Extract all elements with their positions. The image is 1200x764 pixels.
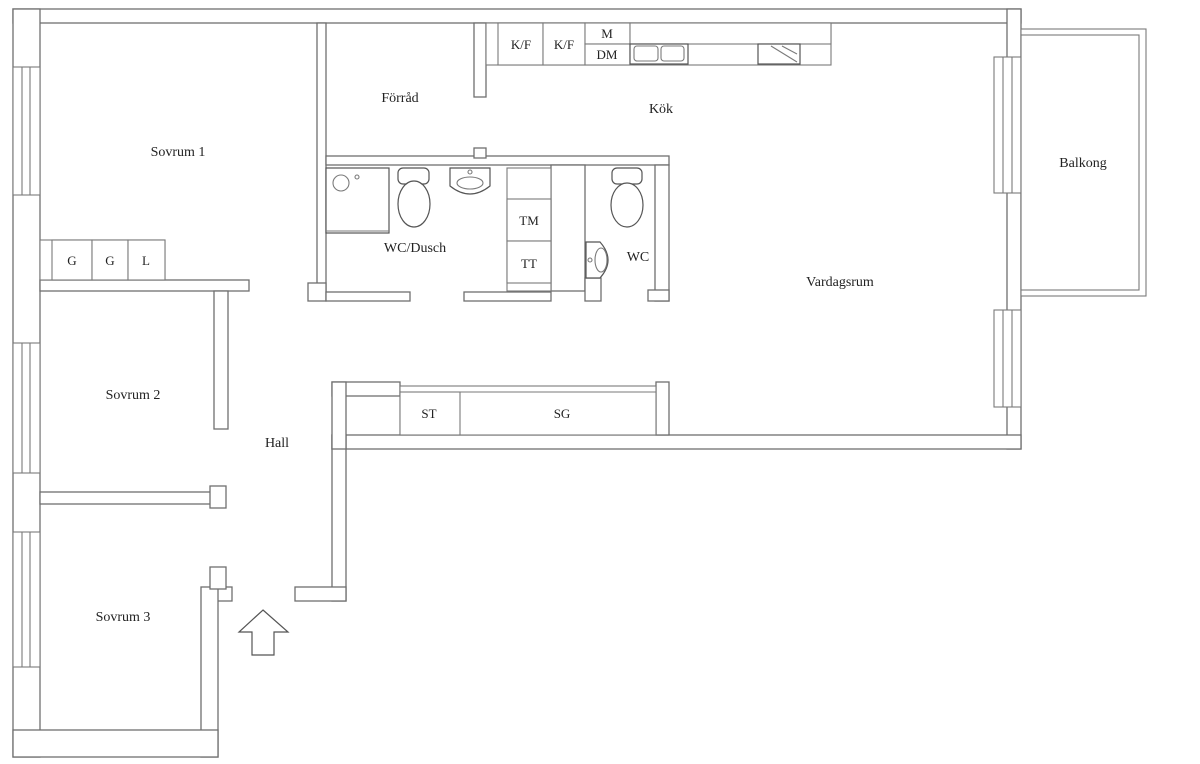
fixture-label-m: M	[601, 26, 613, 41]
shower-icon	[325, 167, 390, 234]
kitchen-sink-icon	[629, 43, 689, 65]
fixture-label-dm: DM	[597, 47, 618, 62]
stove-icon	[757, 43, 801, 65]
fixture-label-sg: SG	[554, 406, 571, 421]
hall-storage	[399, 385, 657, 436]
outer-walls	[12, 8, 1022, 758]
room-label-wc: WC	[627, 250, 650, 265]
bedroom1-wardrobes	[39, 239, 166, 281]
windows	[12, 56, 1022, 668]
room-label-hall: Hall	[265, 436, 289, 451]
fixture-label-tm: TM	[519, 213, 539, 228]
balcony	[1020, 28, 1147, 297]
laundry-units	[506, 167, 552, 292]
fixture-label-l: L	[142, 253, 150, 268]
fixture-label-st: ST	[421, 406, 436, 421]
fixture-label-kf1: K/F	[511, 37, 531, 52]
room-label-forrad: Förråd	[381, 91, 418, 106]
fixture-label-g2: G	[105, 253, 114, 268]
room-label-kok: Kök	[649, 102, 673, 117]
room-label-sovrum1: Sovrum 1	[151, 145, 206, 160]
room-label-wc-dusch: WC/Dusch	[384, 241, 446, 256]
room-label-balkong: Balkong	[1059, 156, 1106, 171]
room-label-sovrum2: Sovrum 2	[106, 388, 161, 403]
fixture-label-kf2: K/F	[554, 37, 574, 52]
room-label-sovrum3: Sovrum 3	[96, 610, 151, 625]
room-label-vardagsrum: Vardagsrum	[806, 275, 874, 290]
kitchen-counter	[485, 22, 832, 66]
fixture-label-tt: TT	[521, 256, 537, 271]
sink-icon	[449, 167, 609, 279]
toilet-icon	[397, 167, 644, 228]
interior-walls	[39, 22, 670, 590]
fixture-label-g1: G	[67, 253, 76, 268]
entrance-arrow-icon	[237, 609, 290, 656]
